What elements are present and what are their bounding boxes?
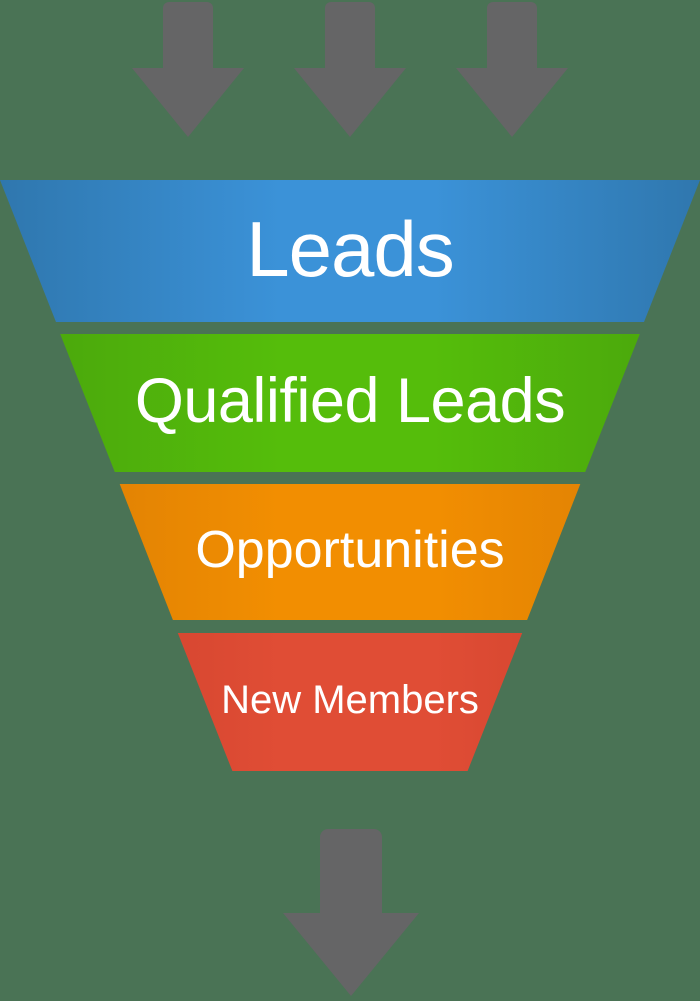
arrow-shaft xyxy=(319,829,382,913)
inflow-arrow-icon xyxy=(456,2,568,137)
funnel-tier-new-members: New Members xyxy=(177,633,523,771)
funnel-tier-opportunities: Opportunities xyxy=(119,484,581,620)
tier-label: Opportunities xyxy=(195,521,505,579)
arrow-head xyxy=(282,913,419,996)
inflow-arrow-icon xyxy=(132,2,244,137)
tier-label: New Members xyxy=(221,677,479,722)
arrow-head xyxy=(132,68,244,137)
tier-label: Qualified Leads xyxy=(134,366,566,436)
arrow-shaft xyxy=(163,2,213,68)
funnel-tier-qualified-leads: Qualified Leads xyxy=(60,334,640,472)
arrow-head xyxy=(456,68,568,137)
arrow-head xyxy=(294,68,406,137)
funnel-tier-leads: Leads xyxy=(0,180,700,322)
arrow-shaft xyxy=(487,2,537,68)
inflow-arrow-icon xyxy=(294,2,406,137)
outflow-arrow-icon xyxy=(282,829,419,996)
arrow-shaft xyxy=(325,2,375,68)
tier-label: Leads xyxy=(246,204,455,293)
